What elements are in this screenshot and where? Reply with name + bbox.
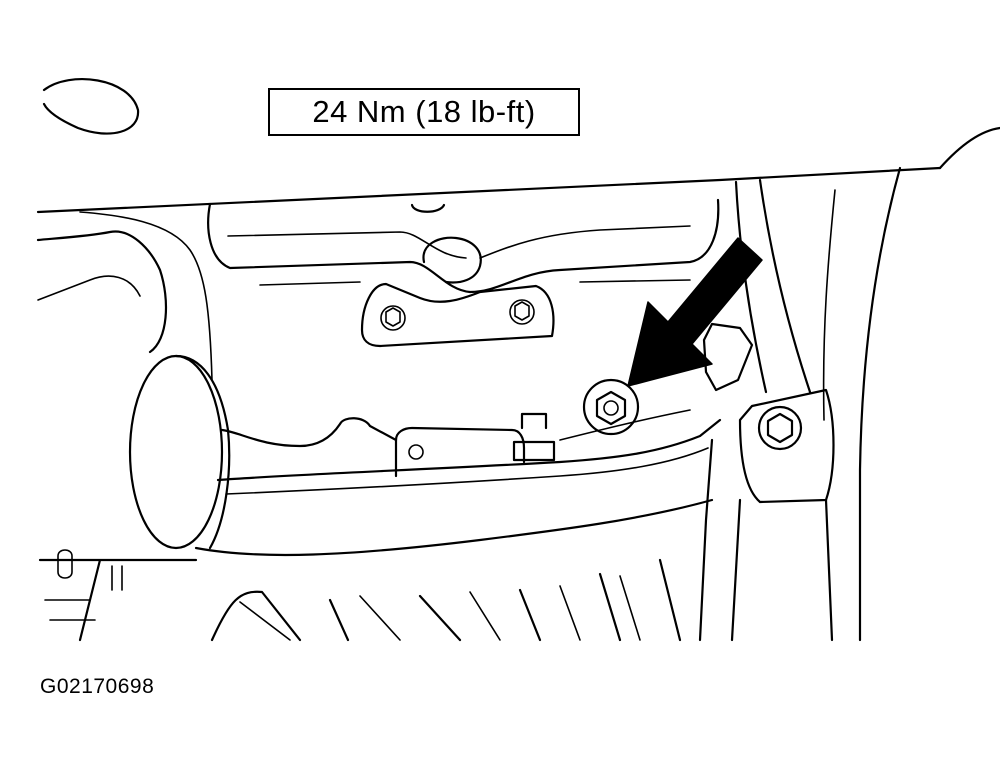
left-frame-upper <box>36 230 168 354</box>
upper-bracket <box>360 282 555 348</box>
right-mount-bolt <box>757 405 803 451</box>
right-bracket-tab <box>702 322 754 392</box>
crossmember-bottom-edge <box>194 498 714 557</box>
subframe-pin <box>111 565 123 591</box>
target-bolt <box>582 378 640 436</box>
engine-cover-rib-2 <box>479 225 691 259</box>
right-mount-bracket <box>738 388 835 504</box>
indicator-arrow-icon <box>627 237 763 387</box>
upper-bracket-bolt-right <box>509 299 535 325</box>
crossmember-end-cap <box>128 354 224 550</box>
right-fender-curve <box>938 126 1000 170</box>
engine-cover-rib-3 <box>259 279 691 286</box>
lower-strut <box>698 438 834 642</box>
subframe-ribs <box>44 575 641 641</box>
engine-lower-edge <box>220 417 398 448</box>
hex-bolt-icon-2 <box>766 412 794 444</box>
vertical-strut-right <box>758 178 812 394</box>
engine-cover-outline <box>207 198 720 294</box>
engine-side-line <box>559 409 691 441</box>
vertical-strut-left <box>734 180 768 394</box>
torque-spec-label: 24 Nm (18 lb-ft) <box>268 88 580 136</box>
subframe-outline <box>38 558 682 642</box>
crossmember-top-edge-2 <box>225 447 709 495</box>
torque-spec-text: 24 Nm (18 lb-ft) <box>312 94 536 129</box>
engine-cover-rib-1 <box>227 231 467 259</box>
lower-bracket-stud <box>512 412 556 462</box>
upper-body-edge <box>36 166 942 214</box>
engine-cover-tab <box>410 203 446 213</box>
figure-id-label: G02170698 <box>40 675 155 698</box>
right-fender-inner-2 <box>822 189 836 421</box>
lower-bracket-hole <box>408 444 424 460</box>
partial-curve-stroke <box>42 78 140 135</box>
left-frame-side <box>79 211 213 381</box>
subframe-bolt-left <box>57 549 73 579</box>
crossmember-top-edge <box>216 418 722 482</box>
left-frame-lower <box>37 275 141 301</box>
engine-cover-recess <box>422 236 482 284</box>
upper-bracket-bolt-left <box>380 305 406 331</box>
right-fender-inner <box>858 166 902 642</box>
hex-bolt-icon <box>595 390 627 426</box>
